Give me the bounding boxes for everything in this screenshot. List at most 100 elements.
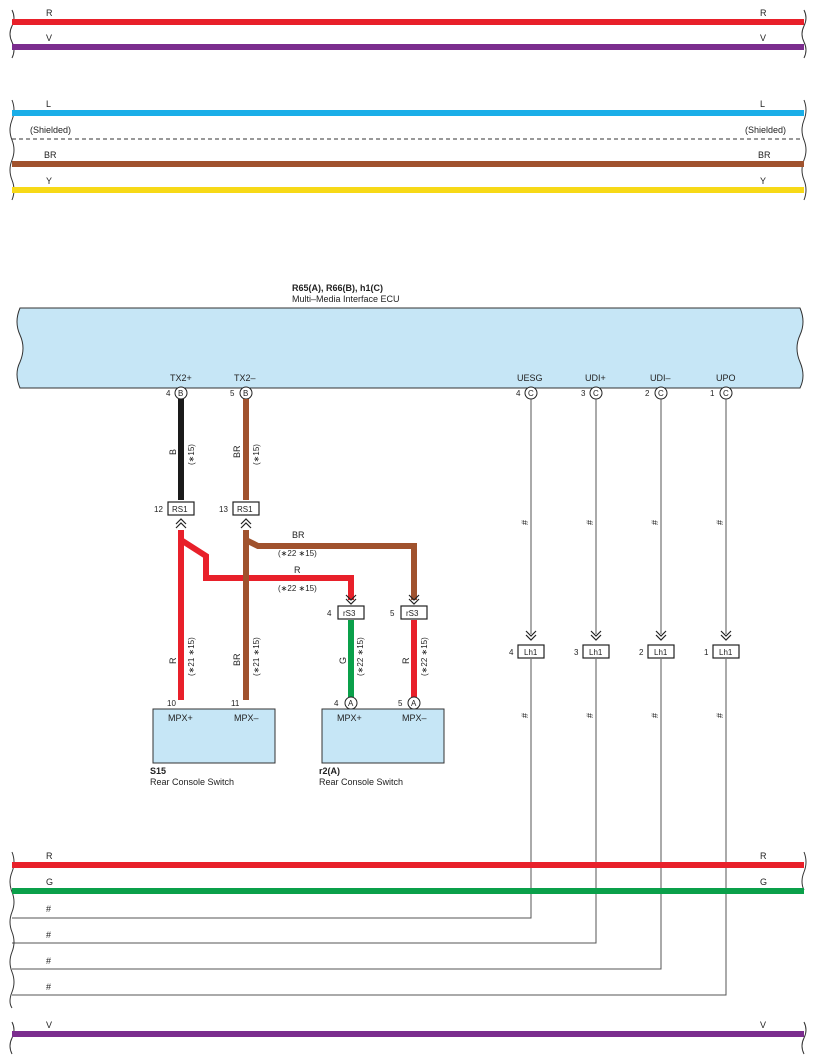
ecu-pin-conn-tx2p: B xyxy=(178,389,183,398)
s15-pin2-num: 11 xyxy=(231,699,240,708)
wire-v-bottom-label-left: V xyxy=(46,1020,52,1030)
ecu-pin-num-tx2n: 5 xyxy=(230,389,235,398)
hash-udin-lower: # xyxy=(650,713,660,718)
lh1-box-4 xyxy=(712,644,740,659)
ecu-pin-name-uesg: UESG xyxy=(517,373,543,383)
wire-v-label-right: V xyxy=(760,33,766,43)
r2-switch: A A 4 5 MPX+ MPX– r2(A) Rear Console Swi… xyxy=(319,696,445,787)
r2-pin2-num: 5 xyxy=(398,699,403,708)
wire-l-label-left: L xyxy=(46,99,51,109)
ecu-pin-num-upo: 1 xyxy=(710,389,715,398)
s15-pin1-num: 10 xyxy=(167,699,176,708)
ecu-pin-num-udip: 3 xyxy=(581,389,586,398)
break-mark-left xyxy=(9,851,15,1009)
wire-r-s15-label: R xyxy=(168,657,178,664)
wire-y-label-right: Y xyxy=(760,176,766,186)
wire-g-note: (∗22 ∗15) xyxy=(356,637,365,676)
hash-upo-lower: # xyxy=(715,713,725,718)
tx-wires: B (∗15) BR (∗15) RS1 12 RS1 13 R (∗22 ∗1… xyxy=(154,399,429,700)
lh1-label-3: Lh1 xyxy=(654,648,668,657)
hash-udin-upper: # xyxy=(650,520,660,525)
rs1-box-b xyxy=(232,501,260,516)
hash-upo-upper: # xyxy=(715,520,725,525)
wire-br-label-left: BR xyxy=(44,150,57,160)
rs1-box-a xyxy=(167,501,195,516)
wire-v-bottom-label-right: V xyxy=(760,1020,766,1030)
hash-uesg-upper: # xyxy=(520,520,530,525)
hash-bottom-1: # xyxy=(46,904,51,914)
r2-id: r2(A) xyxy=(319,766,340,776)
ecu-pin-num-udin: 2 xyxy=(645,389,650,398)
ecu-pin-name-tx2n: TX2– xyxy=(234,373,256,383)
wire-br-s15-note: (∗21 ∗15) xyxy=(252,637,261,676)
ecu-pin-conn-upo: C xyxy=(723,389,729,398)
lh1-pin-1: 4 xyxy=(509,648,514,657)
wire-uesg-lower xyxy=(12,659,532,919)
break-mark-right xyxy=(801,851,807,891)
lh1-box-3 xyxy=(647,644,675,659)
shielded-label-left: (Shielded) xyxy=(30,125,71,135)
r2-pin1-num: 4 xyxy=(334,699,339,708)
break-mark-left xyxy=(9,99,15,201)
wire-upo-lower xyxy=(12,659,727,996)
s15-switch: 10 11 MPX+ MPX– S15 Rear Console Switch xyxy=(150,699,276,787)
wire-r-s15-note: (∗21 ∗15) xyxy=(187,637,196,676)
wire-r-r2-note: (∗22 ∗15) xyxy=(420,637,429,676)
ecu-pin-name-tx2p: TX2+ xyxy=(170,373,192,383)
rs3-label-a: rS3 xyxy=(343,609,356,618)
hash-udip-upper: # xyxy=(585,520,595,525)
wire-udin-lower xyxy=(12,659,662,970)
lh1-label-4: Lh1 xyxy=(719,648,733,657)
hash-bottom-3: # xyxy=(46,956,51,966)
break-mark-right xyxy=(801,9,807,59)
wire-r-branch-label: R xyxy=(294,565,301,575)
ecu-pin-conn-udip: C xyxy=(593,389,599,398)
ecu: R65(A), R66(B), h1(C) Multi–Media Interf… xyxy=(16,283,804,400)
wire-g-bottom-label-left: G xyxy=(46,877,53,887)
s15-pin1-name: MPX+ xyxy=(168,713,193,723)
ecu-body xyxy=(16,307,804,389)
hash-udip-lower: # xyxy=(585,713,595,718)
wire-g-bottom-label-right: G xyxy=(760,877,767,887)
rs3-pin-a: 4 xyxy=(327,609,332,618)
s15-pin2-name: MPX– xyxy=(234,713,259,723)
break-mark-left-v xyxy=(9,1021,15,1055)
s15-id: S15 xyxy=(150,766,166,776)
ecu-pin-conn-udin: C xyxy=(658,389,664,398)
ecu-pin-name-upo: UPO xyxy=(716,373,736,383)
wire-r-bottom-label-right: R xyxy=(760,851,767,861)
wire-r-r2-label: R xyxy=(401,657,411,664)
chevron-lh1-1 xyxy=(525,630,537,641)
wire-br-note-1: (∗15) xyxy=(252,444,261,465)
wire-r-bottom-label-left: R xyxy=(46,851,53,861)
ecu-pin-name-udip: UDI+ xyxy=(585,373,606,383)
break-mark-right xyxy=(801,99,807,201)
wire-udip-lower xyxy=(12,659,597,944)
r2-pin2-name: MPX– xyxy=(402,713,427,723)
chevron-lh1-4 xyxy=(720,630,732,641)
r2-name: Rear Console Switch xyxy=(319,777,403,787)
chevron-rs3-b xyxy=(408,594,420,605)
r2-body xyxy=(321,708,445,764)
chevron-lh1-3 xyxy=(655,630,667,641)
chevron-rs1-a xyxy=(175,518,187,529)
wire-br-s15-label: BR xyxy=(232,653,242,666)
wire-v-label-left: V xyxy=(46,33,52,43)
ecu-pin-conn-tx2n: B xyxy=(243,389,248,398)
hash-bottom-2: # xyxy=(46,930,51,940)
lh1-wires: # # # # Lh1 4 Lh1 3 Lh1 2 Lh1 1 # # # # xyxy=(12,399,740,996)
chevron-rs3-a xyxy=(345,594,357,605)
wire-br-label-right: BR xyxy=(758,150,771,160)
rs1-pin-b: 13 xyxy=(219,505,228,514)
lh1-box-2 xyxy=(582,644,610,659)
lh1-label-1: Lh1 xyxy=(524,648,538,657)
wire-r-label-right: R xyxy=(760,8,767,18)
rs3-box-a xyxy=(337,605,365,620)
ecu-pin-num-uesg: 4 xyxy=(516,389,521,398)
hash-uesg-lower: # xyxy=(520,713,530,718)
wire-r-label-left: R xyxy=(46,8,53,18)
wire-b-label: B xyxy=(168,449,178,455)
wire-br-branch xyxy=(243,530,417,600)
break-mark-left xyxy=(9,9,15,59)
